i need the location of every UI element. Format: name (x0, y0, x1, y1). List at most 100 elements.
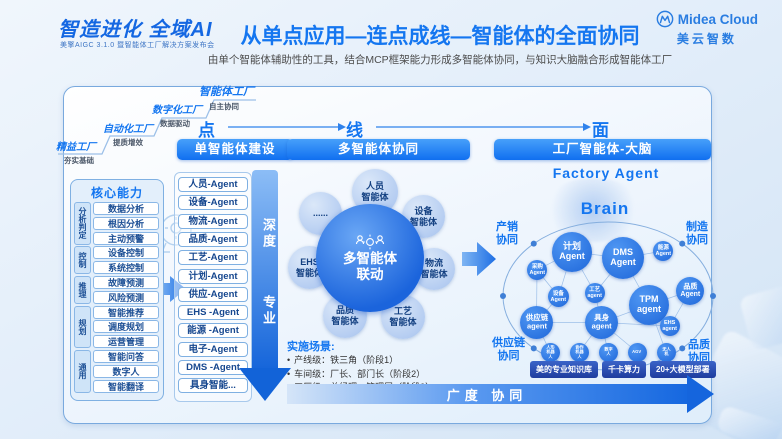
agent-list-item: 人员-Agent (178, 177, 248, 192)
robot-line1: 数字人 (603, 346, 613, 357)
robot-node: 协作机器人 (569, 342, 589, 362)
breadth-arrow: 广度 协同 (287, 384, 687, 404)
factory-node-line1: 设备 (553, 289, 565, 296)
specialty-label: 专业 (261, 295, 276, 327)
capability-badge: 20+大模型部署 (650, 361, 716, 378)
brain-label: Brain (580, 199, 630, 218)
event-logo-title: 智造进化 全域AI (58, 19, 213, 41)
hub-label-line2: 联动 (356, 267, 384, 282)
satellite-label-line1: EHS (300, 256, 319, 267)
core-capability-item: 智能推荐 (93, 305, 159, 319)
stair-step-label: 智能体工厂 (199, 86, 254, 98)
core-capability-item: 调度规划 (93, 320, 159, 334)
satellite-label-line2: 智能体 (389, 317, 417, 327)
depth-label: 深度 (261, 218, 276, 250)
satellite-label-line2: 智能体 (295, 267, 323, 278)
core-category: 规划 (74, 305, 91, 349)
core-capability-item: 数据分析 (93, 202, 159, 215)
robot-node: 数字人 (598, 342, 618, 362)
factory-node-line2: agent (587, 292, 603, 299)
agents-network-icon (355, 234, 385, 250)
agent-list-item: DMS -Agent (178, 360, 248, 375)
factory-node-line2: agent (591, 321, 612, 330)
factory-node-line1: 品质 (682, 282, 697, 291)
factory-node-line2: Agent (550, 295, 567, 302)
collaboration-line1: 产销 (496, 221, 518, 233)
satellite-label-line1: 设备 (414, 205, 433, 216)
core-capabilities-title: 核心能力 (90, 186, 143, 200)
satellite-label-line1: 人员 (365, 181, 384, 192)
robot-node-label: 人形机器人 (545, 345, 555, 359)
core-capability-item: 根因分析 (93, 216, 159, 230)
agent-list-item: 设备-Agent (178, 195, 248, 211)
stair-step-note: 数据驱动 (160, 119, 190, 128)
satellite-label-line1: 物流 (424, 258, 443, 269)
satellite-label-line2: 智能体 (420, 269, 448, 279)
factory-node-line1: 计划 (562, 241, 581, 252)
core-capabilities-panel: 核心能力 分析判定控制推理规划通用 数据分析根因分析主动预警设备控制系统控制故障… (70, 179, 164, 401)
factory-node-line1: 供应链 (525, 313, 548, 322)
brand-name-en: Midea Cloud (677, 11, 758, 27)
factory-node-line2: Agent (680, 290, 700, 298)
core-capability-item: 设备控制 (93, 246, 159, 260)
agent-list-item: 计划-Agent (178, 268, 248, 284)
core-category: 分析判定 (74, 202, 91, 245)
robot-line1: 协作 (574, 344, 584, 350)
factory-node-line1: 具身 (594, 313, 609, 322)
satellite-label-line2: 智能体 (331, 316, 359, 326)
factory-node-line2: Agent (655, 250, 671, 257)
stair-step-note: 提质增效 (113, 138, 143, 147)
depth-arrow-head (239, 368, 291, 401)
robot-node: AGV (627, 342, 647, 362)
factory-node-line1: EHS (664, 319, 676, 326)
robot-node-label: 协作机器人 (574, 345, 584, 359)
core-capability-item: 系统控制 (93, 261, 159, 275)
core-capability-item: 风险预测 (93, 290, 159, 304)
core-category: 控制 (74, 246, 91, 275)
multi-agent-hub: 多智能体 联动 (316, 204, 424, 312)
factory-node-line1: DMS (613, 247, 633, 258)
capability-badge: 千卡算力 (602, 361, 646, 378)
scenarios-title: 实施场景: (287, 341, 335, 353)
agent-list-item: 工艺-Agent (178, 250, 248, 266)
core-capability-item: 主动预警 (93, 231, 159, 245)
factory-node-line1: 采购 (531, 263, 543, 270)
core-category: 通用 (74, 349, 91, 393)
robot-line1: 人形 (545, 344, 555, 350)
collaboration-line1: 品质 (688, 339, 710, 351)
robot-node: 无人机 (656, 342, 676, 362)
stair-step-label: 自动化工厂 (103, 124, 153, 135)
scenario-item: 车间级：厂长、部门长（阶段2） (287, 367, 425, 380)
agent-list-item: 供应-Agent (178, 286, 248, 302)
factory-node-line2: agent (662, 325, 678, 332)
satellite-agent-circle: 设备智能体 (402, 195, 445, 238)
flow-plane-label: 面 (592, 121, 609, 140)
factory-node-line2: agent (526, 321, 547, 330)
hub-label-line1: 多智能体 (343, 250, 397, 266)
section-header-multi-agent: 多智能体协同 (287, 139, 470, 160)
section-header-single-agent: 单智能体建设 (177, 139, 293, 160)
collaboration-label: 供应链协同 (492, 337, 525, 363)
core-category: 推理 (74, 275, 91, 304)
collaboration-line2: 协同 (497, 350, 520, 363)
factory-node-line1: TPM (639, 294, 659, 305)
satellite-label-line2: 智能体 (409, 216, 437, 227)
breadth-arrow-head (687, 375, 714, 413)
